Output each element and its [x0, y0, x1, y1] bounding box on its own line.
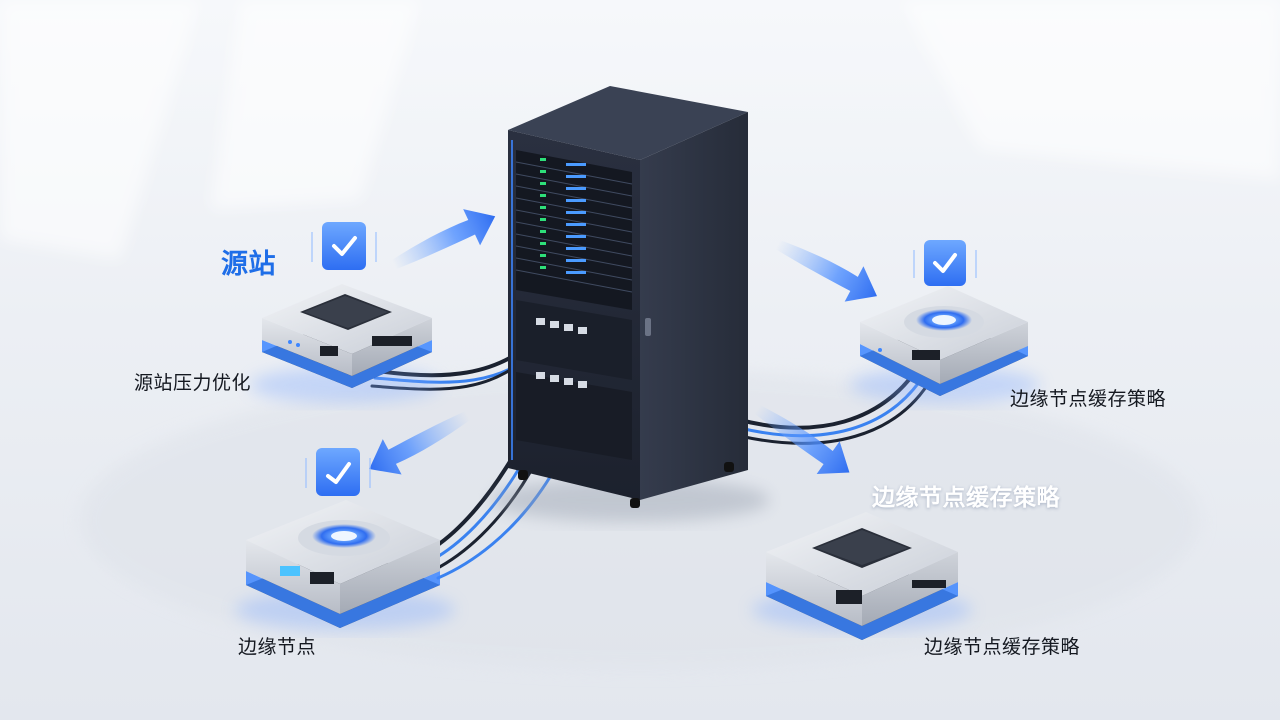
- edge-bottom-right-caption: 边缘节点缓存策略: [924, 636, 1081, 658]
- edge-top-right-caption: 边缘节点缓存策略: [1010, 388, 1167, 410]
- edge-node-bottom-left: [235, 500, 455, 630]
- source-node: [250, 284, 440, 403]
- shield-check-icon: [311, 222, 377, 270]
- source-title: 源站: [221, 249, 276, 280]
- arrow-icon: [754, 405, 850, 474]
- edge-bottom-left-caption: 边缘节点: [238, 636, 317, 658]
- source-caption: 源站压力优化: [134, 372, 252, 394]
- server-rack: [490, 86, 770, 522]
- window-light: [0, 0, 1280, 260]
- flow-arrows: [369, 209, 878, 475]
- rack-units: [511, 140, 633, 460]
- arrow-icon: [369, 411, 470, 475]
- arrow-icon: [775, 240, 878, 302]
- edge-highlight-title: 边缘节点缓存策略: [872, 485, 1060, 511]
- shield-check-icon: [913, 240, 977, 286]
- edge-node-top-right: [850, 286, 1040, 403]
- shield-check-icon: [305, 448, 371, 496]
- arrow-icon: [392, 209, 496, 270]
- edge-node-bottom-right: [752, 512, 972, 640]
